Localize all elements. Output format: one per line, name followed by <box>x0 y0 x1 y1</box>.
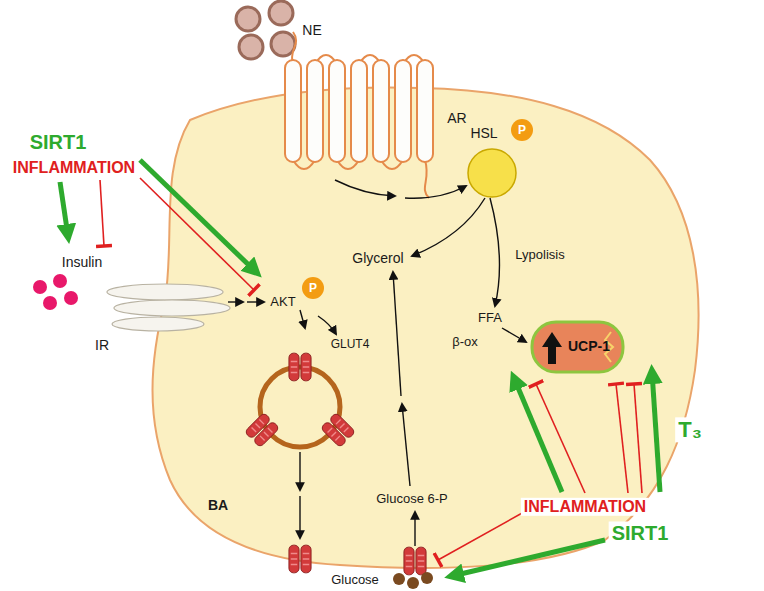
vesicle-label: NE <box>302 22 321 38</box>
glucose-molecules <box>393 572 433 589</box>
norepinephrine-vesicles <box>236 1 295 59</box>
pathway-arrows <box>490 198 499 306</box>
pathway-arrows <box>247 301 264 302</box>
glucose-molecules <box>421 572 433 584</box>
glut4-vesicle <box>289 353 311 381</box>
adrenergic-receptor <box>285 32 433 198</box>
pathway-arrows <box>393 272 401 396</box>
hormone-label: Insulin <box>62 254 102 270</box>
increase-arrow <box>542 332 562 364</box>
metabolite-label: Glucose 6-P <box>376 492 448 507</box>
regulator-label: INFLAMMATION <box>521 498 649 516</box>
inflammation-inhibition-lines <box>634 384 642 493</box>
receptor-loop <box>425 160 429 198</box>
inflammation-inhibition-lines <box>100 180 104 246</box>
pathway-arrows <box>405 186 466 198</box>
norepinephrine-vesicles <box>269 1 293 25</box>
pathway-arrows <box>402 404 410 486</box>
pathway-arrows <box>228 301 243 302</box>
kinase-label: AKT <box>270 295 295 310</box>
glut4-vesicle <box>244 353 355 447</box>
pathway-arrows <box>335 180 395 196</box>
protein-label: UCP-1 <box>568 339 610 354</box>
insulin-receptor <box>107 284 223 300</box>
norepinephrine-vesicles <box>236 7 260 31</box>
inflammation-inhibition-lines <box>616 384 628 493</box>
phosphate-badge: P <box>302 277 324 299</box>
mitochondrion: UCP-1 <box>530 320 625 374</box>
insulin-molecules <box>33 274 78 310</box>
norepinephrine-vesicles <box>271 32 295 56</box>
glut4-membrane <box>289 545 311 573</box>
inflammation-inhibition-lines <box>536 384 585 493</box>
glut4-vesicle <box>244 412 279 447</box>
pathway-arrows <box>228 180 526 546</box>
glucose-transporter <box>404 547 426 575</box>
pathway-arrows <box>300 310 305 328</box>
glucose-molecules <box>407 577 419 589</box>
receptor-helix <box>417 60 433 162</box>
pathway-arrows <box>412 198 485 256</box>
glucose-molecules <box>393 573 405 585</box>
inflammation-inhibition-lines <box>438 512 524 560</box>
norepinephrine-vesicles <box>239 35 263 59</box>
insulin-molecules <box>33 280 47 294</box>
receptor-helix <box>285 60 301 162</box>
metabolite-label: Glucose <box>331 573 379 588</box>
sirt1-activation-arrows <box>60 182 68 236</box>
metabolite-label: Glycerol <box>352 250 403 266</box>
pathway-arrows <box>299 452 300 490</box>
pathway-arrows <box>502 328 526 342</box>
regulator-label: SIRT1 <box>609 522 672 545</box>
receptor-helix <box>329 60 345 162</box>
pathway-arrows <box>414 512 415 546</box>
receptor-helix <box>351 60 367 162</box>
enzyme-label: HSL <box>470 125 497 141</box>
sirt1-activation-arrows <box>652 372 660 492</box>
glut4-vesicle <box>320 412 355 447</box>
phosphate-text: P <box>518 124 526 136</box>
hormone-label: T₃ <box>675 417 705 442</box>
phosphate-text: P <box>309 282 317 294</box>
receptor-helix <box>307 60 323 162</box>
sirt1-activation-arrows <box>514 378 562 492</box>
insulin-molecules <box>43 296 57 310</box>
regulator-label: SIRT1 <box>30 131 87 154</box>
phosphate-badge: P <box>511 119 533 141</box>
receptor-label: IR <box>95 337 109 353</box>
process-label: Lypolisis <box>515 248 564 263</box>
metabolite-label: FFA <box>478 311 502 326</box>
inflammation-inhibition-lines <box>140 178 254 290</box>
transporter-label: GLUT4 <box>331 338 370 352</box>
pathway-arrows <box>299 496 300 538</box>
receptor-label: AR <box>447 110 466 126</box>
receptor-helix <box>373 60 389 162</box>
insulin-receptor <box>114 300 230 316</box>
insulin-molecules <box>53 274 67 288</box>
sirt1-activation-arrows <box>140 160 256 272</box>
insulin-receptor <box>112 317 204 331</box>
insulin-molecules <box>64 291 78 305</box>
lipid-droplet <box>468 149 516 197</box>
sirt1-activation-arrows <box>452 540 605 576</box>
process-label: β-ox <box>452 335 478 350</box>
insulin-receptor <box>107 284 230 331</box>
receptor-helix <box>395 60 411 162</box>
pathway-arrows <box>318 316 336 334</box>
regulator-label: INFLAMMATION <box>13 159 135 177</box>
mitochondrion-membrane <box>532 322 623 372</box>
sirt1-activation-arrows <box>60 160 660 576</box>
cell-label: BA <box>208 497 228 513</box>
